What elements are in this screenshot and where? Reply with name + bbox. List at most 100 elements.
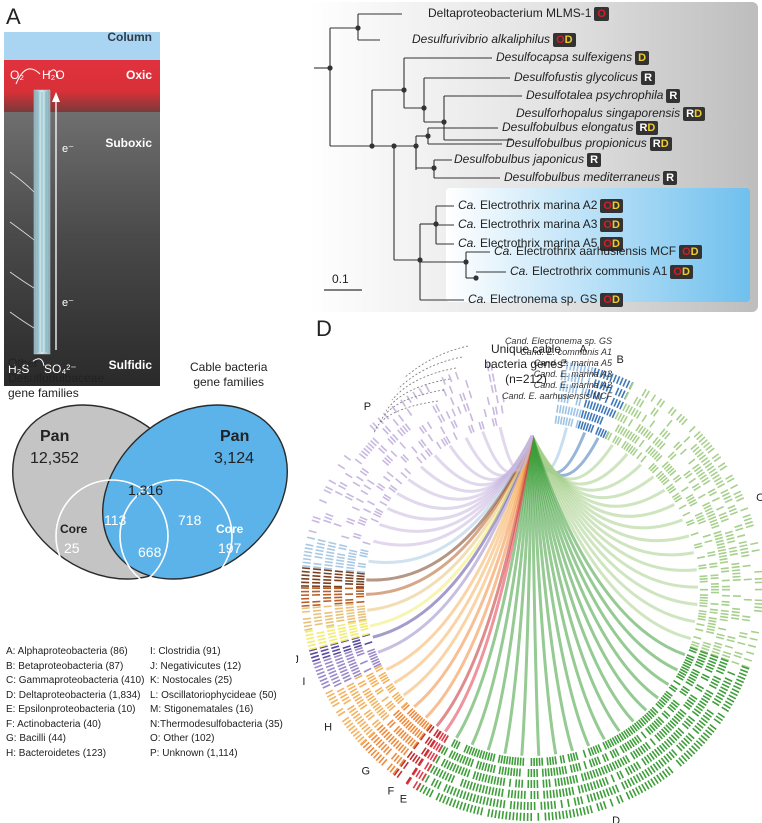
gene-tick — [395, 742, 402, 750]
gene-tick — [606, 372, 611, 381]
gene-tick — [548, 779, 551, 788]
gene-tick — [519, 757, 522, 766]
gene-tick — [443, 437, 449, 446]
gene-tick — [339, 693, 348, 699]
gene-tick — [671, 492, 680, 499]
gene-tick — [723, 680, 732, 686]
gene-ribbon — [486, 435, 534, 751]
gene-tick — [314, 622, 323, 626]
gene-tick — [655, 454, 663, 462]
gene-tick — [451, 763, 457, 772]
gene-tick — [613, 398, 619, 407]
sector-label: I — [302, 676, 305, 688]
gene-tick — [579, 364, 583, 373]
gene-tick — [346, 611, 355, 615]
gene-tick — [423, 762, 430, 770]
gene-tick — [644, 781, 650, 790]
gene-tick — [560, 777, 564, 786]
gene-tick — [516, 801, 519, 810]
gene-tick — [389, 765, 396, 773]
gene-tick — [655, 470, 663, 478]
gene-tick — [726, 697, 735, 703]
genome-track-leader — [373, 400, 439, 434]
gene-tick — [708, 616, 717, 620]
gene-tick — [325, 689, 334, 695]
o2-label: O₂ — [10, 68, 24, 82]
gene-tick — [363, 709, 372, 716]
gene-tick — [367, 695, 375, 702]
gene-tick — [448, 374, 453, 383]
gene-tick — [326, 547, 336, 552]
gene-tick — [715, 669, 724, 675]
gene-tick — [418, 718, 426, 726]
gene-tick — [678, 415, 686, 423]
gene-tick — [332, 679, 341, 685]
gene-tick — [687, 732, 695, 740]
gene-tick — [706, 709, 714, 715]
gene-tick — [699, 474, 707, 481]
gene-tick — [661, 430, 669, 438]
gene-tick — [713, 675, 722, 681]
badge-letter: D — [611, 199, 620, 212]
gene-tick — [619, 401, 625, 410]
taxon-name: Desulfobulbus mediterraneus — [504, 170, 661, 184]
gene-tick — [705, 729, 713, 736]
gene-tick — [373, 512, 381, 518]
taxon-name: Desulfobulbus propionicus — [506, 136, 647, 150]
sector-label: C — [756, 492, 762, 504]
gene-tick — [656, 774, 662, 782]
gene-tick — [372, 660, 381, 666]
left-set-title: Other Desulfobulbaceae gene families — [8, 356, 105, 400]
gene-tick — [673, 441, 681, 449]
gene-tick — [580, 375, 584, 384]
gene-tick — [652, 409, 659, 417]
gene-tick — [723, 495, 732, 501]
gene-tick — [575, 419, 579, 429]
gene-tick — [656, 398, 663, 406]
gene-tick — [595, 426, 600, 435]
gene-tick — [688, 498, 697, 505]
gene-tick — [352, 481, 361, 487]
gene-tick — [392, 767, 399, 775]
gene-tick — [348, 725, 356, 732]
gene-tick — [582, 365, 587, 374]
gene-tick — [359, 551, 369, 555]
gene-tick — [688, 747, 696, 755]
gene-tick — [685, 718, 694, 725]
gene-tick — [314, 619, 323, 623]
gene-tick — [616, 759, 622, 768]
gene-tick — [384, 425, 392, 433]
gene-tick — [370, 679, 378, 686]
gene-tick — [693, 430, 701, 438]
gene-tick — [358, 619, 367, 623]
gene-tick — [724, 530, 733, 535]
metabolism-badge: RD — [649, 136, 672, 151]
gene-tick — [375, 754, 383, 762]
gene-tick — [335, 707, 344, 714]
gene-tick — [426, 751, 433, 759]
h2o-label: H₂O — [42, 68, 65, 82]
gene-tick — [647, 726, 654, 734]
gene-tick — [391, 405, 398, 414]
gene-tick — [625, 728, 632, 737]
gene-tick — [491, 787, 495, 796]
gene-tick — [665, 753, 673, 761]
gene-tick — [320, 648, 329, 653]
gene-tick — [589, 770, 594, 779]
gene-tick — [370, 734, 378, 741]
gene-tick — [617, 388, 623, 397]
gene-tick — [438, 769, 444, 778]
gene-tick — [707, 625, 716, 629]
gene-tick — [665, 724, 673, 732]
gene-tick — [675, 729, 683, 737]
gene-tick — [490, 384, 494, 393]
gene-tick — [401, 717, 408, 725]
gene-tick — [580, 784, 585, 793]
gene-tick — [301, 604, 310, 607]
gene-tick — [592, 367, 597, 376]
gene-tick — [631, 434, 638, 443]
gene-tick — [336, 619, 345, 623]
gene-tick — [636, 398, 642, 407]
gene-tick — [702, 714, 711, 721]
